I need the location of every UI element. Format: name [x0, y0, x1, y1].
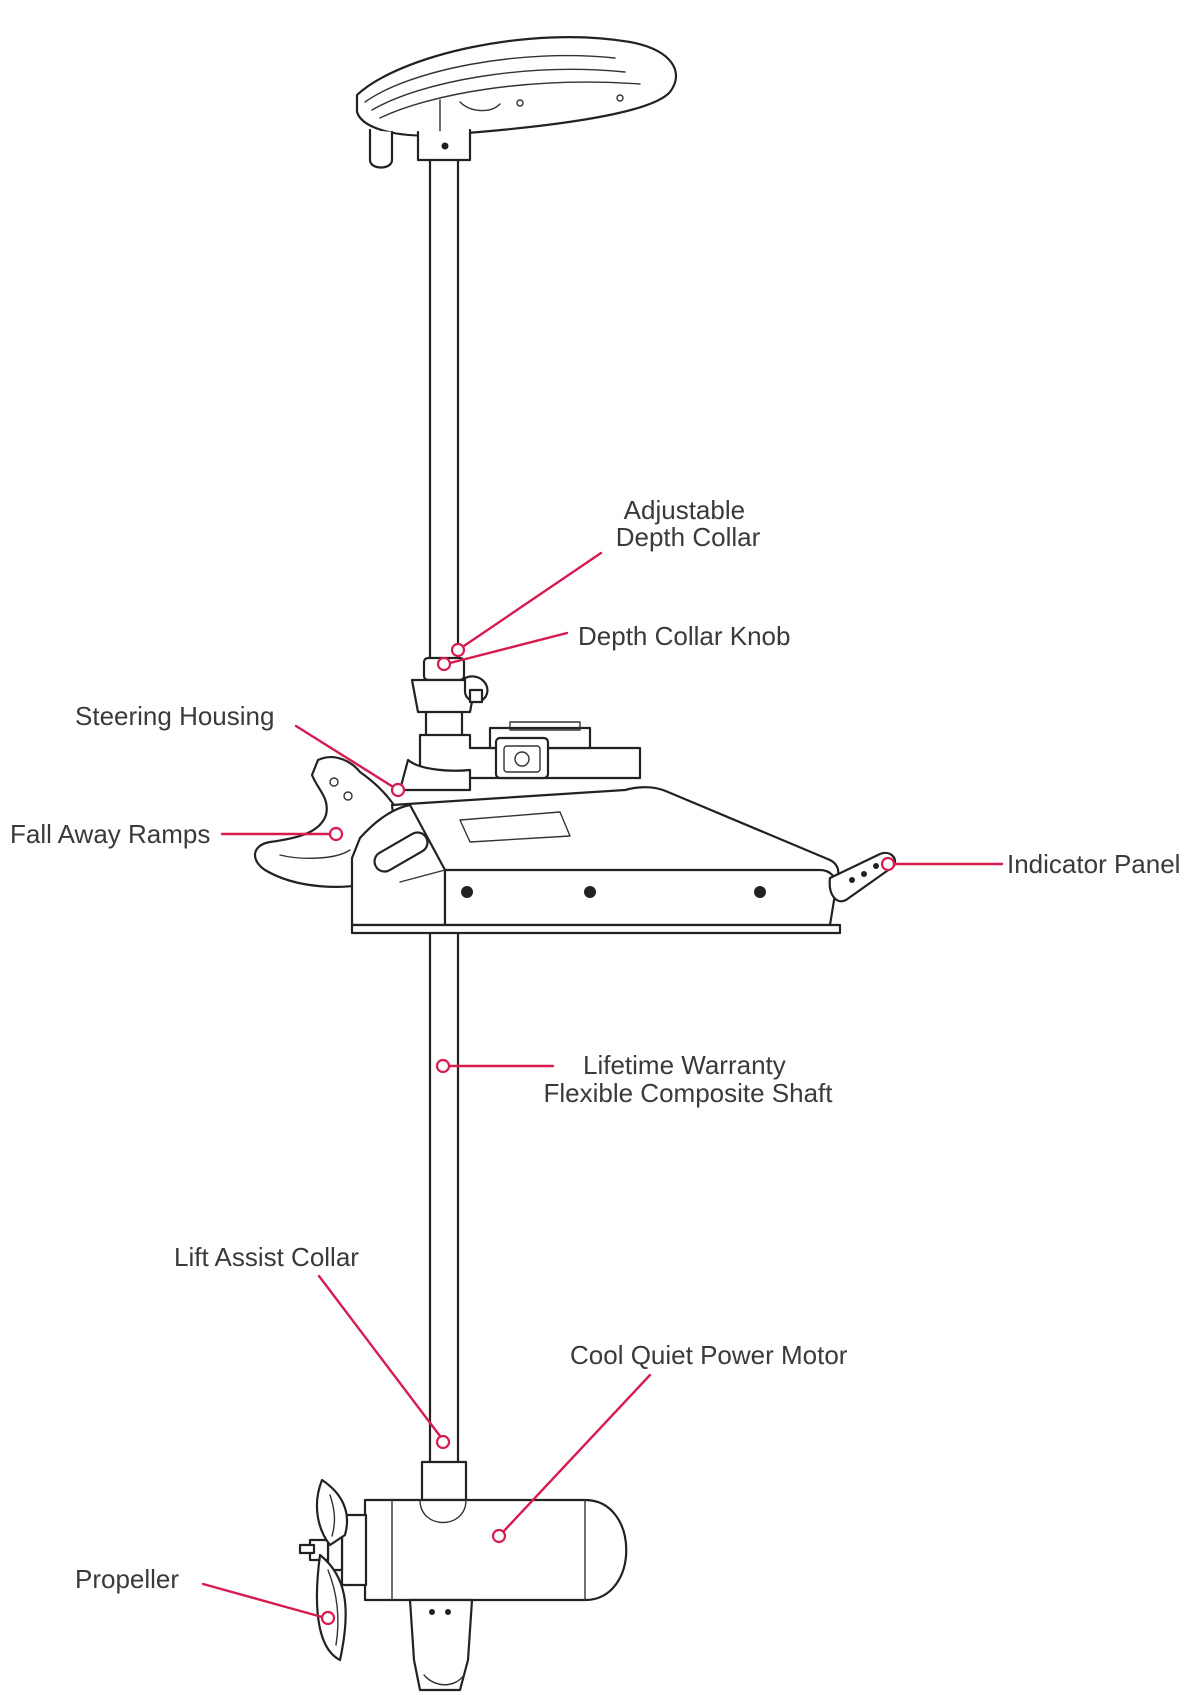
label-lift-assist-collar: Lift Assist Collar	[174, 1242, 359, 1272]
label-adjustable-depth-collar: Adjustable Depth Collar	[616, 495, 761, 552]
leader-lifetime-warranty-shaft	[435, 1058, 555, 1074]
label-depth-collar-knob: Depth Collar Knob	[578, 621, 790, 651]
label-fall-away-ramps: Fall Away Ramps	[10, 819, 210, 849]
trolling-motor-illustration	[254, 36, 897, 1692]
upper-shaft	[428, 158, 460, 662]
label-propeller: Propeller	[75, 1564, 179, 1594]
label-steering-housing: Steering Housing	[75, 701, 274, 731]
label-lifetime-warranty-shaft: Lifetime Warranty Flexible Composite Sha…	[543, 1050, 833, 1108]
leader-lift-assist-collar	[317, 1274, 451, 1450]
steering-housing-shape	[398, 721, 642, 792]
label-indicator-panel: Indicator Panel	[1007, 849, 1180, 879]
callout-leaders	[201, 551, 1004, 1626]
motor-pod	[308, 1460, 628, 1692]
leader-fall-away-ramps	[220, 826, 344, 842]
depth-collar-assembly	[410, 656, 489, 737]
mount-base	[350, 786, 842, 935]
lower-shaft	[428, 931, 460, 1464]
leader-indicator-panel	[880, 856, 1004, 872]
leader-cool-quiet-power-motor	[491, 1373, 652, 1544]
leader-propeller	[201, 1582, 336, 1626]
leader-adjustable-depth-collar	[450, 551, 603, 658]
leader-steering-housing	[294, 724, 406, 798]
leader-depth-collar-knob	[436, 631, 569, 672]
control-head	[355, 36, 678, 169]
callout-labels: Adjustable Depth Collar Depth Collar Kno…	[10, 495, 1180, 1594]
label-cool-quiet-power-motor: Cool Quiet Power Motor	[570, 1340, 848, 1370]
propeller-shape	[298, 1478, 349, 1662]
